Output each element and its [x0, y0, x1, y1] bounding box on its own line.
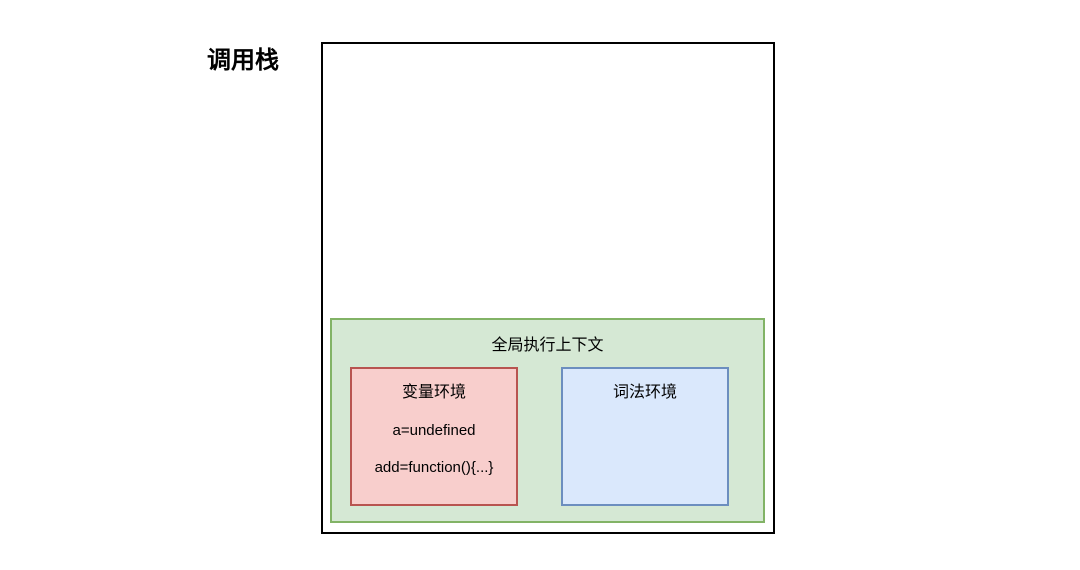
lexical-environment-box: 词法环境: [561, 367, 729, 506]
variable-entry-a: a=undefined: [392, 422, 476, 439]
call-stack-title: 调用栈: [207, 46, 279, 74]
lexical-environment-label: 词法环境: [612, 382, 677, 401]
variable-environment-box: 变量环境 a=undefined add=function(){...}: [350, 367, 518, 506]
variable-entry-add: add=function(){...}: [374, 459, 494, 476]
global-execution-context-label: 全局执行上下文: [491, 335, 604, 354]
variable-environment-label: 变量环境: [401, 382, 466, 401]
